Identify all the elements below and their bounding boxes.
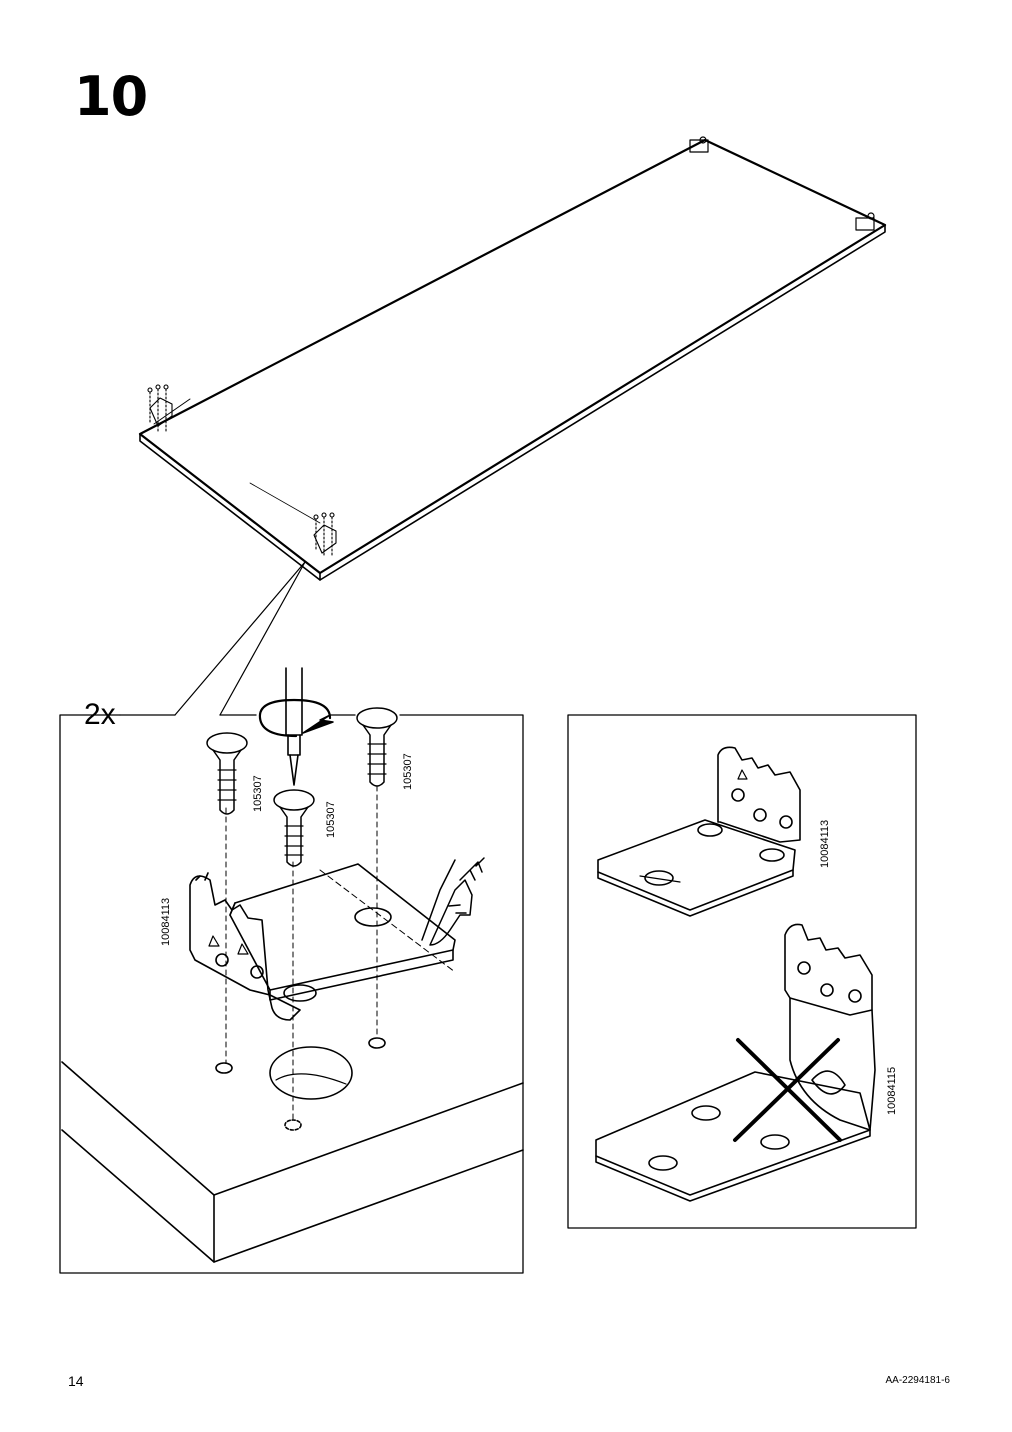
detail-box-compare <box>567 714 917 1229</box>
screw <box>356 707 398 787</box>
screw-guide <box>225 785 378 1121</box>
rotate-arrow-icon <box>302 714 334 734</box>
quantity-label: 2x <box>84 698 116 731</box>
correct-bracket <box>597 746 801 917</box>
incorrect-bracket <box>595 923 876 1202</box>
screw-code-label: 105307 <box>325 801 337 838</box>
detail-box-main <box>59 714 524 1274</box>
screw-code-label: 105307 <box>402 753 414 790</box>
screw-code-label: 105307 <box>252 775 264 812</box>
hand-press-icon <box>421 857 485 946</box>
document-id: AA-2294181-6 <box>885 1375 951 1386</box>
bracket-icon <box>147 384 173 433</box>
screw <box>206 732 248 815</box>
incorrect-bracket-code-label: 10084115 <box>886 1067 898 1115</box>
page-number: 14 <box>68 1373 84 1389</box>
tabletop-slab <box>61 1037 524 1263</box>
mounting-bracket <box>189 863 456 1021</box>
screwdriver-icon <box>258 667 332 786</box>
bracket-icon <box>689 136 875 231</box>
bracket-code-label: 10084113 <box>160 898 172 946</box>
bracket-icon <box>313 512 337 557</box>
incorrect-x-icon <box>733 1038 842 1142</box>
panel-overview <box>138 136 887 581</box>
screw <box>273 789 315 867</box>
step-number: 10 <box>74 65 148 128</box>
callout-leader <box>174 561 306 716</box>
correct-bracket-code-label: 10084113 <box>819 820 831 868</box>
